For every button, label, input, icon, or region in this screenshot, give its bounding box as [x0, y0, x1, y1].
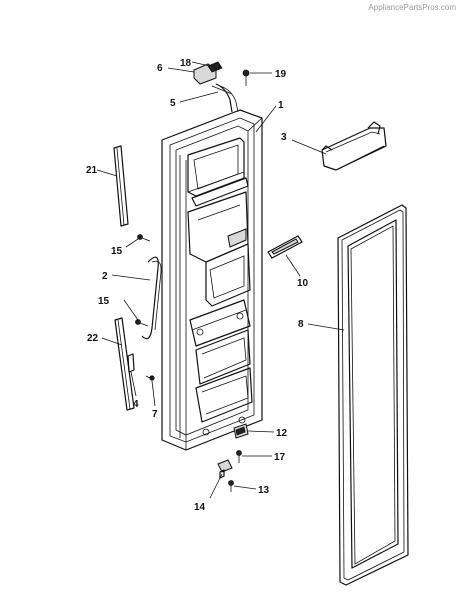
callout-4: 4: [133, 399, 139, 410]
callout-5: 5: [170, 98, 176, 109]
freezer-door-assembly: [161, 109, 263, 451]
callout-2: 2: [102, 271, 108, 282]
wire-harness: [211, 83, 239, 113]
trim-strip-lower: [114, 317, 135, 411]
callout-19: 19: [275, 69, 287, 80]
screw-lower: [135, 319, 149, 327]
callout-labels: 1 2 3 4 5 6 7 8 10 12 13 14 15 15 17 18 …: [86, 58, 309, 513]
callout-6: 6: [157, 63, 163, 74]
callout-13: 13: [258, 485, 270, 496]
callout-22: 22: [87, 333, 99, 344]
screw-7: [145, 375, 155, 381]
bottom-hinge: [233, 423, 249, 439]
bottom-bracket: [217, 459, 233, 479]
screw-17: [236, 450, 242, 463]
callout-1: 1: [278, 100, 284, 111]
screw-13: [228, 480, 234, 492]
screw-19: [242, 69, 250, 86]
callout-15-lower: 15: [98, 296, 110, 307]
callout-12: 12: [276, 428, 288, 439]
top-cam: [193, 61, 223, 85]
callout-18: 18: [180, 58, 192, 69]
trim-strip-upper: [113, 145, 129, 227]
door-bin: [321, 121, 387, 171]
callout-15-upper: 15: [111, 246, 123, 257]
screw-upper: [137, 234, 151, 242]
callout-3: 3: [281, 132, 287, 143]
dispenser-trim: [267, 235, 303, 259]
leader-lines: [96, 61, 345, 499]
door-gasket: [337, 204, 409, 586]
door-handle: [141, 256, 162, 340]
callout-14: 14: [194, 502, 206, 513]
callout-7: 7: [152, 409, 158, 420]
hinge-pin: [127, 353, 135, 373]
callout-10: 10: [297, 278, 309, 289]
watermark: AppliancePartsPros.com: [368, 3, 456, 12]
callout-8: 8: [298, 319, 304, 330]
callout-21: 21: [86, 165, 98, 176]
callout-17: 17: [274, 452, 286, 463]
